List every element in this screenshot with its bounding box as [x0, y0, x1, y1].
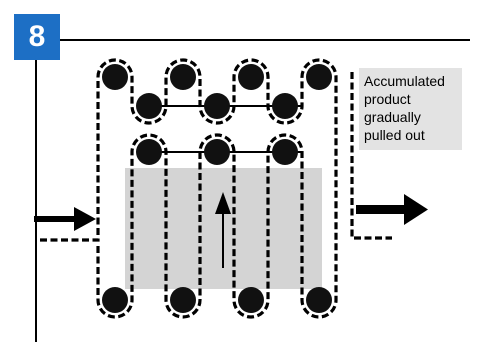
- step-badge: 8: [14, 14, 60, 60]
- bottom-rollers: [102, 287, 332, 313]
- roller: [238, 64, 264, 90]
- caption-line: pulled out: [364, 127, 425, 143]
- roller: [238, 287, 264, 313]
- roller: [136, 139, 162, 165]
- caption-box: Accumulated product gradually pulled out: [359, 68, 462, 150]
- roller: [306, 64, 332, 90]
- caption-line: gradually: [364, 109, 421, 125]
- step-number: 8: [28, 20, 46, 53]
- roller: [170, 64, 196, 90]
- caption-line: Accumulated: [364, 73, 445, 89]
- roller: [204, 139, 230, 165]
- top-rollers: [102, 64, 332, 90]
- roller: [102, 64, 128, 90]
- product-path: [40, 58, 392, 319]
- roller: [136, 93, 162, 119]
- roller: [272, 139, 298, 165]
- roller: [102, 287, 128, 313]
- roller: [306, 287, 332, 313]
- carriage-rollers: [136, 93, 298, 165]
- roller: [170, 287, 196, 313]
- arrow-right-icon: [356, 194, 428, 225]
- caption-line: product: [364, 91, 411, 107]
- roller: [204, 93, 230, 119]
- arrow-right-icon: [34, 207, 96, 231]
- roller: [272, 93, 298, 119]
- arrow-up-icon: [215, 192, 231, 268]
